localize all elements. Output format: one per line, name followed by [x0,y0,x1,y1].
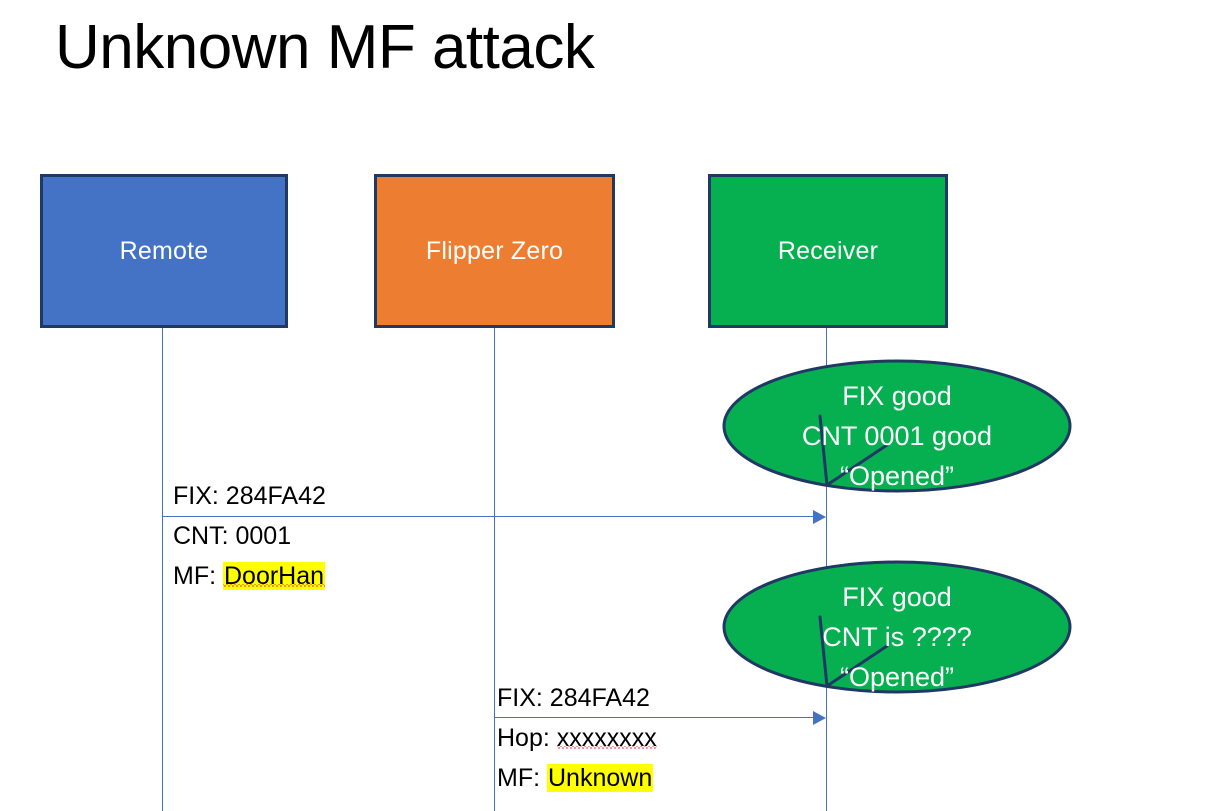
callout-bubble-2[interactable]: FIX good CNT is ???? “Opened” [722,560,1084,731]
message-line-value: xxxxxxxx [556,724,657,752]
callout-shape [722,359,1072,493]
actor-label-remote: Remote [119,236,209,265]
arrow-head-icon [813,510,826,524]
message-line: MF: DoorHan [173,556,326,596]
message-line: MF: Unknown [497,758,657,798]
page-title: Unknown MF attack [55,13,595,82]
message-line-value: 0001 [235,522,292,550]
message-arrow-remote-to-receiver [163,516,820,517]
message-line-value: 284FA42 [549,684,650,712]
message-line-prefix: FIX: [173,482,226,510]
message-arrow-flipper-to-receiver [495,717,820,718]
actor-box-flipper-zero[interactable]: Flipper Zero [374,174,615,328]
message-line: FIX: 284FA42 [497,678,657,718]
message-label-1: FIX: 284FA42 CNT: 0001 MF: DoorHan [173,476,326,596]
actor-box-receiver[interactable]: Receiver [708,174,948,328]
message-line-value-highlighted: Unknown [547,764,654,792]
arrow-head-icon [813,711,826,725]
message-line-prefix: CNT: [173,522,236,550]
message-line-prefix: MF: [497,764,547,792]
actor-label-flipper-zero: Flipper Zero [425,236,564,265]
message-line-value-highlighted: DoorHan [223,562,326,590]
message-line-prefix: Hop: [497,724,557,752]
actor-label-receiver: Receiver [777,236,879,265]
message-line: FIX: 284FA42 [173,476,326,516]
actor-box-remote[interactable]: Remote [40,174,288,328]
callout-bubble-1[interactable]: FIX good CNT 0001 good “Opened” [722,359,1084,530]
message-line-prefix: FIX: [497,684,550,712]
message-line-prefix: MF: [173,562,223,590]
message-line-value: 284FA42 [225,482,326,510]
callout-shape [722,560,1072,694]
message-line: CNT: 0001 [173,516,326,556]
lifeline-remote [162,328,163,811]
message-label-2: FIX: 284FA42 Hop: xxxxxxxx MF: Unknown [497,678,657,798]
lifeline-flipper-zero [494,328,495,811]
message-line: Hop: xxxxxxxx [497,718,657,758]
